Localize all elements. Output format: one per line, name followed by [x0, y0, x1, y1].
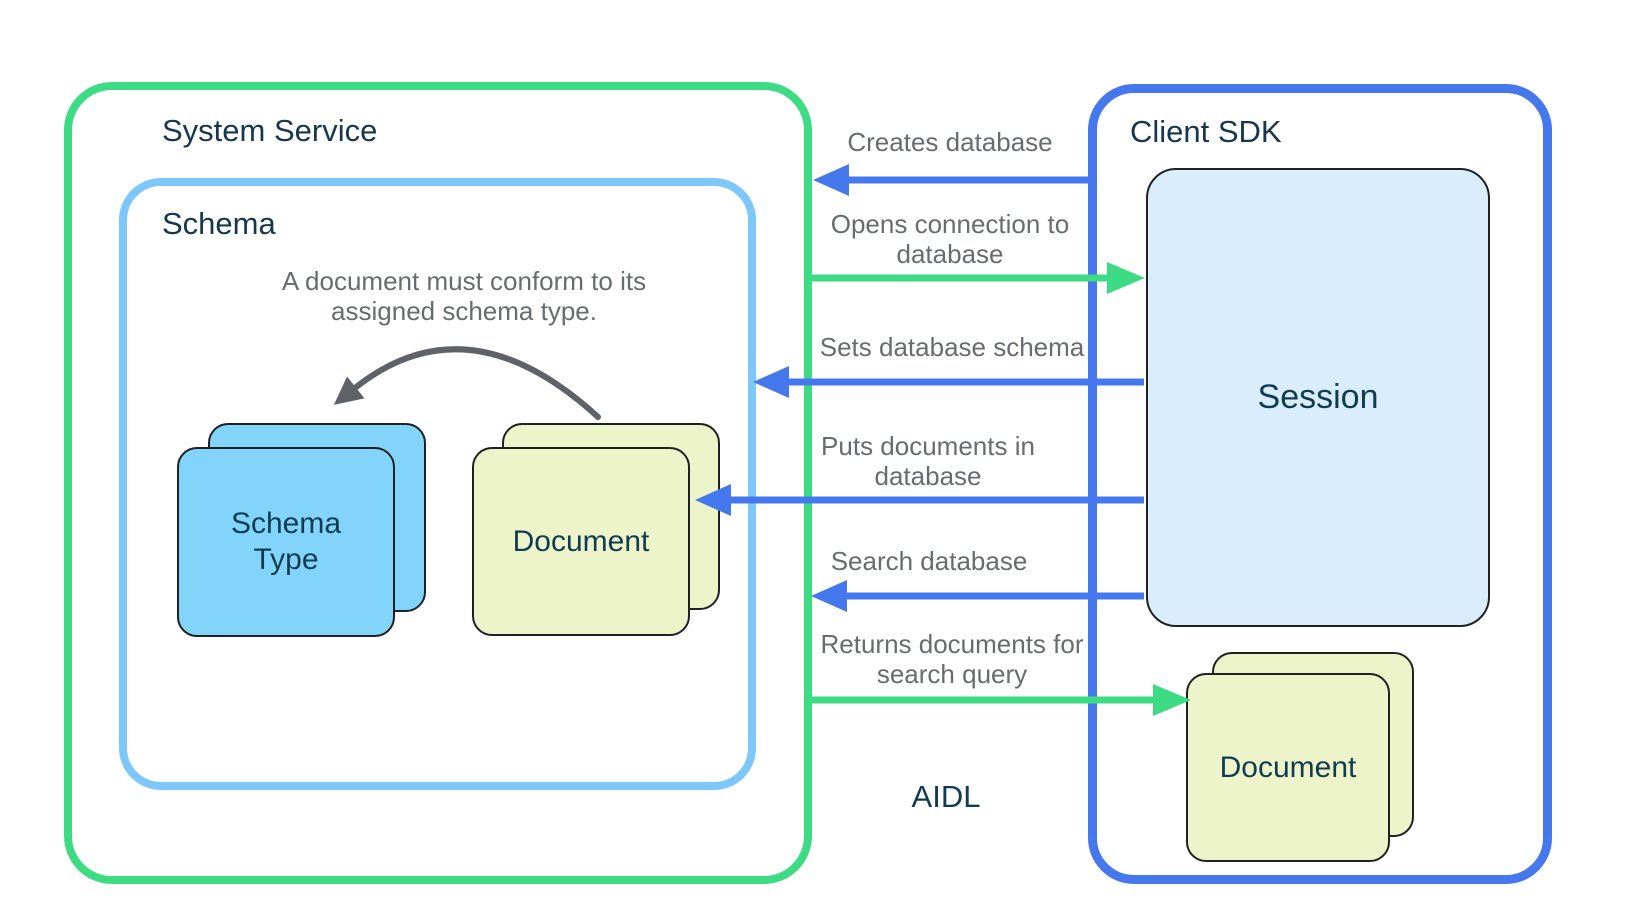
- schema-document-card: [472, 447, 690, 636]
- client-document-card: [1186, 673, 1390, 862]
- session-label: Session: [1257, 378, 1379, 416]
- schema-document-label: Document: [512, 524, 650, 558]
- label-opens-connection: Opens connection to database: [830, 209, 1070, 269]
- schema-title: Schema: [162, 206, 276, 241]
- client-document-label: Document: [1219, 750, 1357, 784]
- system-service-box: [64, 82, 812, 884]
- label-sets-schema: Sets database schema: [819, 332, 1085, 362]
- client-sdk-box: [1088, 84, 1552, 884]
- schema-box: [119, 178, 756, 790]
- session-box: Session: [1146, 168, 1490, 627]
- system-service-title: System Service: [162, 113, 378, 148]
- label-search-database: Search database: [830, 546, 1028, 576]
- schema-note: A document must conform to its assigned …: [281, 266, 647, 326]
- label-puts-documents: Puts documents in database: [821, 431, 1035, 491]
- schema-type-card: [177, 447, 395, 637]
- aidl-label: AIDL: [911, 779, 981, 814]
- schema-type-label: Schema Type: [230, 507, 342, 576]
- label-returns-documents: Returns documents for search query: [820, 629, 1084, 689]
- label-creates-database: Creates database: [847, 127, 1053, 157]
- client-sdk-title: Client SDK: [1130, 114, 1282, 149]
